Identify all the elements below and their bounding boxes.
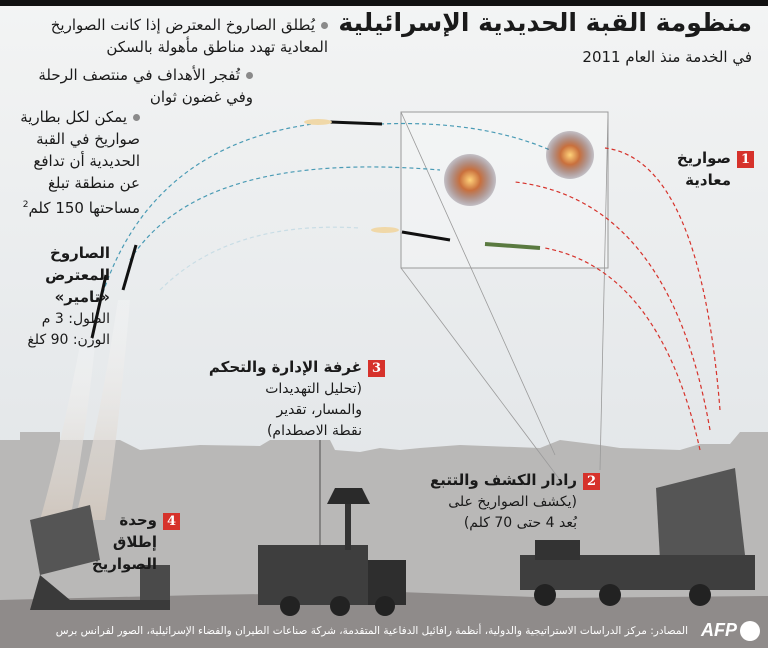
hostile-missile [484,242,541,250]
number-badge: 2 [583,472,600,490]
bullet-dot-icon [133,114,140,121]
number-badge: 1 [737,150,754,168]
command-truck [258,488,406,616]
label-command-room: 3غرفة الإدارة والتحكم (تحليل التهديدات و… [209,357,385,442]
label-hostile-rockets: 1صواريخ معادية [677,148,754,192]
number-badge: 3 [368,359,385,377]
interceptor-path [94,121,331,321]
explosion [444,154,496,206]
interceptor-missile [401,230,451,242]
bullet-3: يمكن لكل بطارية صواريخ في القبة الحديدية… [20,108,140,217]
bullet-2: تُفجر الأهداف في منتصف الرحلة وفي غضون ث… [38,66,253,106]
sources-footer: المصادر: مركز الدراسات الاستراتيجية والد… [55,625,688,637]
interceptor-missile [329,120,383,126]
number-badge: 4 [163,512,180,530]
page-subtitle: في الخدمة منذ العام 2011 [582,48,752,66]
interceptor-label: الصاروخ المعترض «تامير» الطول: 3 م الوزن… [27,244,110,348]
bullet-dot-icon [246,72,253,79]
radar-truck [520,468,755,606]
bullet-dot-icon [321,22,328,29]
hostile-path [544,247,701,451]
launch-smoke [40,345,95,520]
page-title: منظومة القبة الحديدية الإسرائيلية [338,8,752,37]
afp-logo: AFP [701,620,760,641]
label-radar: 2رادار الكشف والتتبع (يكشف الصواريخ على … [430,470,600,534]
label-launcher: 4وحدة إطلاق الصواريخ [92,510,180,576]
bullet-1: يُطلق الصاروخ المعترض إذا كانت الصواريخ … [50,16,328,56]
afp-circle-icon [740,620,760,641]
explosion [546,131,594,179]
hostile-path [514,181,711,431]
ground [0,592,768,648]
launch-smoke [75,300,130,520]
city-skyline [0,432,768,648]
launcher-unit [30,505,170,610]
top-bar [0,0,768,6]
